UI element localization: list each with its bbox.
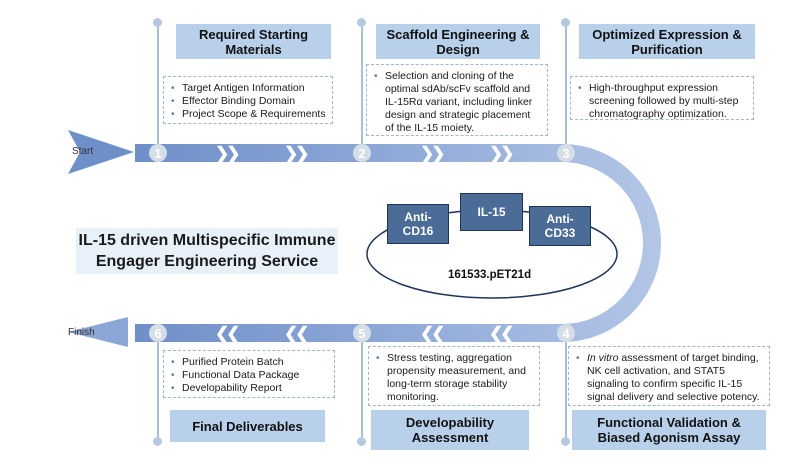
step-2-title: Scaffold Engineering & Design <box>376 24 540 59</box>
chevron-left-icon: ❮❮ <box>420 324 445 343</box>
step-6-item: Functional Data Package <box>171 369 328 382</box>
chevron-right-icon: ❯❯ <box>284 144 309 163</box>
step-4-italic-text: In vitro <box>587 352 619 364</box>
step-1-description: Target Antigen Information Effector Bind… <box>163 76 333 124</box>
finish-label: Finish <box>68 327 95 338</box>
step-1-connector <box>157 22 159 144</box>
step-4-dot <box>561 437 570 446</box>
start-arrow <box>68 130 134 174</box>
step-3-dot <box>561 18 570 27</box>
step-5-dot <box>357 437 366 446</box>
anti-cd16-domain: Anti-CD16 <box>387 204 449 244</box>
step-6-connector <box>157 342 159 440</box>
track-band <box>135 144 661 342</box>
step-4-number: 4 <box>557 324 575 342</box>
step-1-item: Target Antigen Information <box>171 82 326 95</box>
step-5-number: 5 <box>353 324 371 342</box>
step-3-title: Optimized Expression & Purification <box>579 24 755 59</box>
step-3-connector <box>565 22 567 144</box>
step-5-description: Stress testing, aggregation propensity m… <box>368 346 540 406</box>
il15-domain: IL-15 <box>460 193 523 231</box>
step-4-connector <box>565 342 567 440</box>
page-title: IL-15 driven Multispecific Immune Engage… <box>76 228 338 274</box>
chevron-left-icon: ❮❮ <box>489 324 514 343</box>
page-title-line-2: Engager Engineering Service <box>95 253 319 270</box>
chevron-left-icon: ❮❮ <box>215 324 240 343</box>
step-1-title: Required Starting Materials <box>176 24 331 59</box>
chevron-left-icon: ❮❮ <box>284 324 309 343</box>
step-2-number: 2 <box>353 144 371 162</box>
step-2-text: Selection and cloning of the optimal sdA… <box>374 70 541 135</box>
step-1-dot <box>153 18 162 27</box>
step-5-text: Stress testing, aggregation propensity m… <box>376 352 533 404</box>
step-6-item: Developability Report <box>171 382 328 395</box>
step-4-title: Functional Validation & Biased Agonism A… <box>572 410 766 450</box>
step-4-description: In vitro assessment of target binding, N… <box>568 346 770 406</box>
step-6-title: Final Deliverables <box>170 410 325 442</box>
chevron-right-icon: ❯❯ <box>215 144 240 163</box>
step-6-item: Purified Protein Batch <box>171 356 328 369</box>
step-6-dot <box>153 437 162 446</box>
step-3-number: 3 <box>557 144 575 162</box>
step-4-rest-text: assessment of target binding, NK cell ac… <box>587 352 760 403</box>
step-4-text: In vitro assessment of target binding, N… <box>576 352 763 404</box>
step-1-item: Project Scope & Requirements <box>171 108 326 121</box>
page-title-line-1: IL-15 driven Multispecific Immune <box>78 232 336 249</box>
chevron-right-icon: ❯❯ <box>489 144 514 163</box>
plasmid-label: 161533.pET21d <box>448 269 532 281</box>
anti-cd33-domain: Anti-CD33 <box>529 206 591 246</box>
step-6-description: Purified Protein Batch Functional Data P… <box>163 350 335 398</box>
step-5-connector <box>361 342 363 440</box>
step-1-item: Effector Binding Domain <box>171 95 326 108</box>
step-2-description: Selection and cloning of the optimal sdA… <box>366 64 548 136</box>
step-3-text: High-throughput expression screening fol… <box>578 82 747 121</box>
step-5-title: Developability Assessment <box>371 410 529 450</box>
step-2-dot <box>357 18 366 27</box>
finish-arrow <box>68 317 128 347</box>
chevron-right-icon: ❯❯ <box>420 144 445 163</box>
step-3-description: High-throughput expression screening fol… <box>570 76 754 120</box>
step-2-connector <box>361 22 363 144</box>
step-6-number: 6 <box>149 324 167 342</box>
start-label: Start <box>72 146 94 157</box>
step-1-number: 1 <box>149 144 167 162</box>
